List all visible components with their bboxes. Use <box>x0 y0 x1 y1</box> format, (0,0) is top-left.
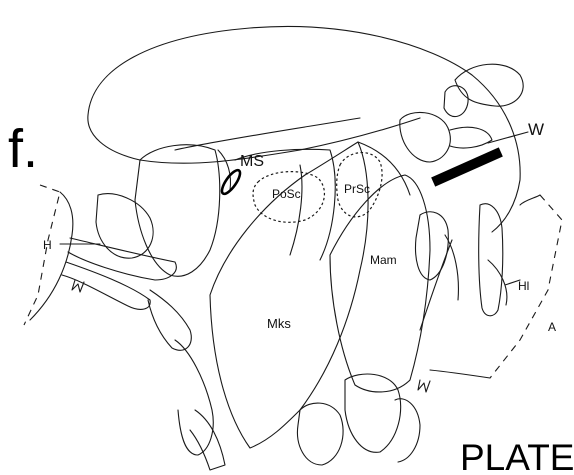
hindleg-segment-2 <box>395 399 420 462</box>
hindleg-segment <box>345 374 401 452</box>
wing-base <box>450 127 492 148</box>
label-posc: PoSc <box>272 187 301 201</box>
label-ms: MS <box>240 153 264 170</box>
pronotum-outline <box>88 26 520 232</box>
pronotum-inner-edge <box>175 118 360 150</box>
claw-left <box>72 280 84 292</box>
label-prsc: PrSc <box>344 182 370 196</box>
label-mks: Mks <box>267 316 291 331</box>
mam-plate <box>330 175 430 392</box>
h-region-dashed <box>24 185 60 325</box>
label-w: W <box>528 120 544 139</box>
label-a: A <box>548 320 556 334</box>
w-pointer <box>488 132 528 143</box>
neck-segment <box>400 112 450 162</box>
midleg-tibia <box>190 410 225 470</box>
abdomen-plate <box>416 212 449 280</box>
midleg-femur <box>175 340 213 455</box>
w-bar <box>431 147 503 186</box>
plate-label: PLATE <box>460 437 574 475</box>
tarsus-left <box>148 290 191 350</box>
label-mam: Mam <box>370 253 397 267</box>
coxa-left <box>96 194 153 258</box>
label-h: H <box>43 238 52 252</box>
a-region-bottom <box>430 370 490 378</box>
hl-leg-inner <box>488 260 507 305</box>
panel-letter: f. <box>8 119 38 179</box>
hl-leg <box>479 204 503 316</box>
a-region-outline <box>520 195 540 205</box>
tibia-left <box>62 262 150 309</box>
hl-tibia <box>420 235 458 330</box>
label-hl: Hl <box>518 279 529 293</box>
claw-right <box>418 380 430 392</box>
h-region-outline <box>30 192 73 320</box>
head-inner <box>444 86 468 117</box>
hindleg-coxa <box>297 403 343 465</box>
